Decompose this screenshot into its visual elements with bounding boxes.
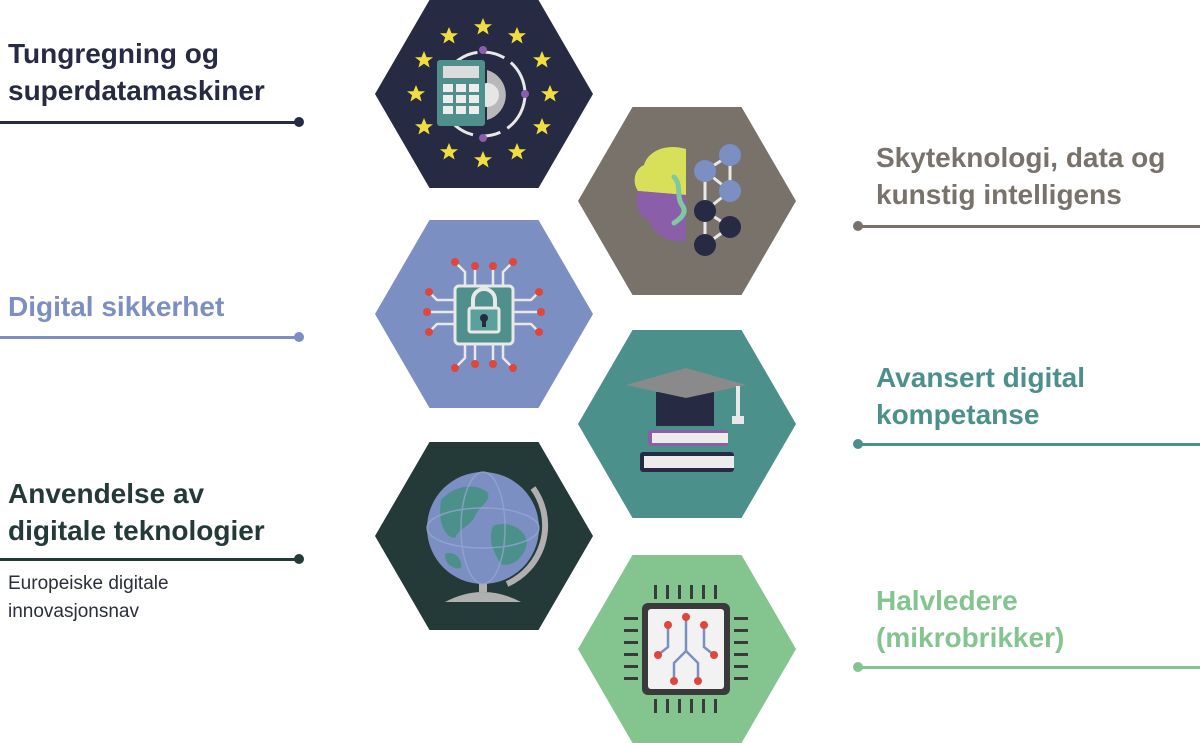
topic-sublabel-adoption: Europeiske digitale innovasjonsnav — [8, 570, 169, 626]
connector-dot-hpc — [294, 117, 304, 127]
connector-line-cloud — [858, 225, 1200, 228]
connector-line-chips — [858, 666, 1200, 669]
topic-label-line: Avansert digital — [876, 362, 1086, 393]
topic-label-line: Digital sikkerhet — [8, 291, 225, 322]
globe-icon — [426, 471, 549, 602]
connector-line-adoption — [0, 558, 297, 561]
connector-dot-adoption — [294, 554, 304, 564]
topic-sublabel-line: Europeiske digitale — [8, 573, 169, 594]
topic-label-line: Tungregning og — [8, 38, 219, 69]
topic-label-line: (mikrobrikker) — [876, 622, 1065, 653]
topic-label-chips: Halvledere (mikrobrikker) — [876, 582, 1064, 656]
topic-label-adoption: Anvendelse av digitale teknologier — [8, 475, 265, 549]
topic-label-line: kunstig intelligens — [876, 179, 1122, 210]
topic-label-line: superdatamaskiner — [8, 75, 265, 106]
connector-line-skills — [858, 443, 1200, 446]
topic-label-security: Digital sikkerhet — [8, 288, 224, 325]
microchip-icon — [624, 585, 748, 713]
hex-chips — [578, 555, 796, 743]
hex-hpc — [375, 0, 593, 188]
connector-dot-security — [294, 332, 304, 342]
topic-label-hpc: Tungregning og superdatamaskiner — [8, 35, 265, 109]
connector-dot-chips — [853, 662, 863, 672]
topic-label-cloud: Skyteknologi, data og kunstig intelligen… — [876, 139, 1165, 213]
eu-supercomputer-icon — [375, 0, 559, 168]
hex-adoption — [375, 442, 593, 630]
topic-sublabel-line: innovasjonsnav — [8, 601, 139, 622]
topic-label-line: Halvledere — [876, 585, 1018, 616]
topic-label-line: kompetanse — [876, 399, 1040, 430]
circuit-padlock-icon — [423, 258, 545, 372]
topic-label-line: digitale teknologier — [8, 515, 265, 546]
connector-dot-skills — [853, 439, 863, 449]
hex-cloud — [578, 107, 796, 295]
topic-label-skills: Avansert digital kompetanse — [876, 359, 1085, 433]
topic-label-line: Anvendelse av — [8, 478, 205, 509]
connector-dot-cloud — [853, 221, 863, 231]
hex-skills — [578, 330, 796, 518]
brain-network-icon — [634, 144, 741, 256]
topic-label-line: Skyteknologi, data og — [876, 142, 1166, 173]
hex-security — [375, 220, 593, 408]
graduation-books-icon — [626, 368, 746, 472]
connector-line-security — [0, 336, 297, 339]
connector-line-hpc — [0, 121, 297, 124]
